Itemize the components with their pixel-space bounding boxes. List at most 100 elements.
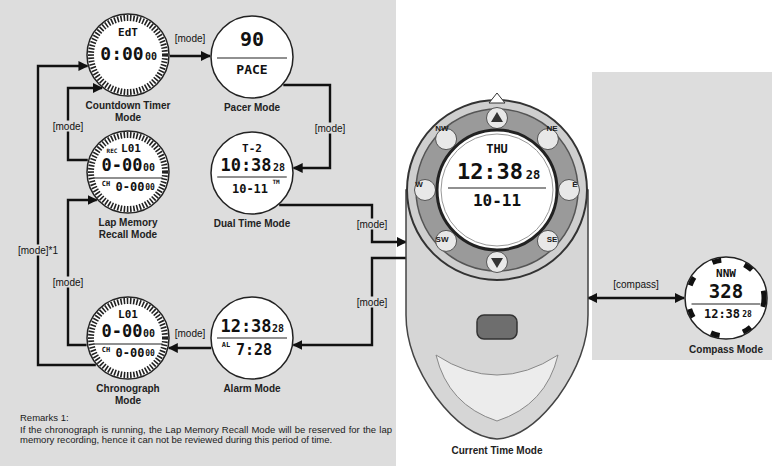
face-outline [87,14,169,96]
watch-bezel [407,100,587,280]
lcd-readout: L01 [118,309,138,320]
lcd-screen [437,130,557,250]
bezel-ring [416,109,578,271]
lcd-readout: NNW [716,268,736,279]
watch-face: 12:3828AL7:28Alarm Mode [210,296,294,380]
watch-face: L010-0000CH0-0000Chronograph Mode [86,296,170,380]
lcd-readout: 0-00 [102,157,143,174]
face-drawing [210,15,294,99]
bezel-button [537,129,558,150]
face-outline [211,132,293,214]
segment-ring [91,135,165,209]
button-label: [mode] [173,328,208,339]
lcd-readout: 0-00 [116,347,145,359]
button-label: [mode] [51,121,86,132]
lcd-readout: T-2 [242,143,262,154]
background-panel [0,0,396,466]
lcd-rim [441,134,553,246]
watch-face: T-210:3828TM10-11Dual Time Mode [210,131,294,215]
lcd-readout: L01 [121,143,141,154]
face-outline [87,131,169,213]
bezel-button [487,252,508,273]
lcd-readout: 28 [273,163,285,173]
button-label: [mode] [355,219,390,230]
mode-caption: Chronograph Mode [83,383,173,406]
lcd-readout: TM [272,179,279,185]
watch-face: EdT0:0000Countdown Timer Mode [86,13,170,97]
button-label: [mode] [51,277,86,288]
remark-note: If the chronograph is running, the Lap M… [20,425,392,446]
lcd-divider [217,337,287,338]
lcd-readout: REC [107,148,118,154]
lcd-readout: 12:38 [220,318,271,335]
bezel-button [436,129,457,150]
bezel-button [559,180,580,201]
watch-housing: THU 12:3828 10-11Current Time Mode [406,25,588,470]
segment-ring [91,301,165,375]
lcd-readout: 00 [145,184,155,192]
button-label: [mode] [355,297,390,308]
lcd-readout: PACE [236,63,267,76]
button-label: [mode] [173,33,208,44]
watch-face: 90PACEPacer Mode [210,15,294,99]
watch-slot [477,315,517,339]
mode-arrow [279,205,406,242]
mode-arrow [283,85,330,168]
lcd-readout: 00 [143,329,155,339]
lcd-readout: 10:38 [220,157,271,174]
top-marker [489,93,505,103]
lcd-readout: 0:00 [100,45,143,63]
segment-ring [91,18,165,92]
lcd-readout: 0-00 [102,323,143,340]
face-outline [685,257,767,339]
lcd-readout: 90 [240,29,264,49]
mode-caption: Pacer Mode [197,102,307,114]
lcd-divider [448,187,546,188]
lcd-readout: 00 [145,350,155,358]
mode-arrow [170,55,210,57]
lcd-readout: AL [222,342,230,349]
lcd-readout: 10-11 [473,193,521,209]
face-outline [211,297,293,379]
lcd-readout: 28 [272,324,284,334]
mode-arrow [169,347,211,349]
lcd-divider [217,57,287,58]
watch-face: NNW32812:3828Compass Mode [684,256,768,340]
lcd-readout: 28 [526,169,540,181]
face-drawing [210,296,294,380]
bezel-button [537,230,558,251]
bezel-button [415,180,436,201]
mode-caption: Current Time Mode [432,445,562,457]
lcd-readout: 7:28 [236,343,272,358]
lcd-readout: 10-11 [232,183,268,195]
lcd-readout: 00 [145,52,157,62]
button-label: [compass] [611,279,661,290]
mode-caption: Alarm Mode [197,383,307,395]
mode-arrow [293,258,406,345]
face-outline [211,16,293,98]
lcd-readout: 328 [709,282,743,301]
lcd-readout: 12:38 [704,308,740,320]
bezel-button [436,230,457,251]
compass-bars [688,260,764,336]
lcd-readout: CH [102,181,110,188]
mode-caption: Countdown Timer Mode [80,100,176,123]
lcd-divider [692,303,761,304]
mode-caption: Dual Time Mode [197,218,307,230]
lcd-divider [94,177,163,178]
remark-note: Remarks 1: [20,413,140,423]
lcd-readout: EdT [118,27,138,38]
mode-caption: Compass Mode [671,344,772,356]
button-label: [mode] [313,123,348,134]
lcd-readout: CH [102,347,110,354]
mode-caption: Lap Memory Recall Mode [83,217,173,240]
south-triangle [491,258,503,268]
mode-arrow [588,297,684,299]
lcd-readout: 0-00 [116,181,145,193]
lcd-readout: 28 [742,311,752,319]
lcd-divider [217,176,287,177]
lcd-readout: THU [486,143,508,155]
lcd-readout: 12:38 [457,161,523,183]
